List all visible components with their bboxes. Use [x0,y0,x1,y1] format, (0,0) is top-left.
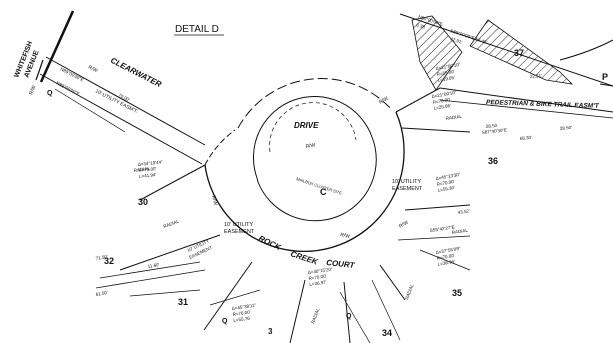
center-letter-label: C [320,187,327,197]
svg-text:L=41.94': L=41.94' [139,172,157,179]
row-label: R/W [398,220,410,230]
lot-number: 36 [488,156,498,166]
svg-text:R=70.00': R=70.00' [432,97,451,105]
svg-text:R=70.00': R=70.00' [436,179,455,187]
bearing-label: S55°42'27"E [429,225,455,233]
radial-label: RADIAL [163,219,180,229]
svg-text:L=55.76': L=55.76' [233,316,251,323]
radial-label: RADIAL [133,166,150,173]
lot-number: 32 [104,256,114,266]
distance-label: 71.50' [95,254,108,261]
lot-number: 31 [178,297,188,307]
curve-data-right-3: Δ=37°55'09" R=70.00' L=36.96' [435,246,461,267]
distance-label: 28.50 [486,123,498,129]
distance-label: 68.30' [520,135,533,141]
cul-de-sac-top-dashed [237,78,393,129]
svg-text:L=55.30': L=55.30' [437,185,455,193]
bearing-label: N89°00'00"E [60,66,85,82]
distance-label: 42.91' [450,36,463,45]
curve-data-top: Δ=21°00'10" R=55.00' L=19.05' [435,62,461,83]
lot-number: 30 [138,197,148,207]
svg-text:R=70.00': R=70.00' [308,273,327,280]
row-label: R/W [378,96,390,106]
cul-de-sac-outer-row [204,111,405,252]
lot-number: 3 [268,327,273,336]
distance-label: 28.50' [560,125,573,131]
rock-label: ROCK [257,234,283,253]
lot-number: 35 [452,288,462,298]
detail-title: DETAIL D [175,24,219,35]
drive-label: DRIVE [294,121,319,130]
lot-number: P [602,72,608,82]
lot-lines [95,87,471,343]
distance-label: 43.52' [457,208,470,215]
utility-easement-center: 10' UTILITY [224,222,254,228]
utility-easement-center: EASEMENT [224,229,255,235]
row-label: R/W [305,142,316,150]
clearwater-label: CLEARWATER [109,56,163,89]
court-label: COURT [326,258,356,270]
distance-label: 22.51' [530,73,543,79]
svg-text:Δ=34°19'44": Δ=34°19'44" [138,159,164,167]
svg-text:R=70.00': R=70.00' [138,166,157,173]
curve-data-right-2: Δ=45°13'30" R=70.00' L=55.30' [435,172,461,193]
utility-easement-nw: 10' UTILITY EASM'T. [94,88,138,115]
cul-de-sac-outer-dashed [204,129,236,166]
svg-text:Δ=21°00'10": Δ=21°00'10" [431,90,457,99]
bearing-label: N89°00'00"E [56,80,81,96]
radial-label: RADIAL [451,228,468,235]
bearing-label: S87°40'30"E [482,127,508,135]
svg-text:R=70.00': R=70.00' [232,309,251,316]
svg-text:Δ=21°00'10": Δ=21°00'10" [435,62,461,71]
svg-text:L=25.66': L=25.66' [433,103,451,111]
lot-number: 37 [514,48,524,58]
cul-de-sac-island [252,95,377,222]
curve-data-bottom-left: Δ=45°38'11" R=70.00' L=55.76' [231,303,256,323]
radial-label: RADIAL [404,283,414,300]
row-label: R/W [28,84,37,96]
curve-data-bottom-mid: Δ=30°15'20" R=70.00' L=36.97' [307,267,333,287]
distance-label: 6.38 [416,22,426,30]
utility-easement-east: EASEMENT [392,186,423,192]
distance-label: 11.60' [147,262,160,269]
radial-label: RADIAL [310,307,320,324]
q-mark: Q [222,318,228,325]
curve-data-right-1: Δ=21°00'10" R=70.00' L=25.66' [431,90,457,111]
svg-text:R=55.00': R=55.00' [436,69,455,77]
pedestrian-easement-label: PEDESTRIAN & BIKE TRAIL EASM'T [486,99,600,110]
lot-number: 34 [382,328,392,338]
curve-data-left: Δ=34°19'44" R=70.00' L=41.94' [138,159,164,179]
svg-text:Δ=45°38'11": Δ=45°38'11" [231,303,256,311]
row-label: R/W [87,64,99,74]
utility-easement-east: 10' UTILITY [392,179,422,185]
svg-text:R=70.00': R=70.00' [436,253,455,261]
svg-text:Δ=45°13'30": Δ=45°13'30" [435,172,461,181]
svg-text:L=36.96': L=36.96' [437,259,455,267]
lot-37-region: 37 P PEDESTRIAN & BIKE TRAIL EASM'T N89°… [399,13,613,141]
svg-text:Δ=30°15'20": Δ=30°15'20" [307,267,333,275]
distance-label: 70.00' [118,92,131,102]
svg-text:L=19.05': L=19.05' [437,75,455,83]
q-mark: Q [47,90,53,97]
radial-label: RADIAL [445,114,462,121]
svg-text:L=36.97': L=36.97' [309,280,327,287]
row-label: R/W [210,195,218,206]
row-label: R/W [340,232,351,240]
svg-text:Δ=37°55'09": Δ=37°55'09" [435,246,461,255]
q-mark: Q [346,313,352,320]
clearwater-drive-street: CLEARWATER 10' UTILITY EASM'T. R/W N89°0… [39,56,206,165]
distance-label: 61.50' [95,290,108,297]
